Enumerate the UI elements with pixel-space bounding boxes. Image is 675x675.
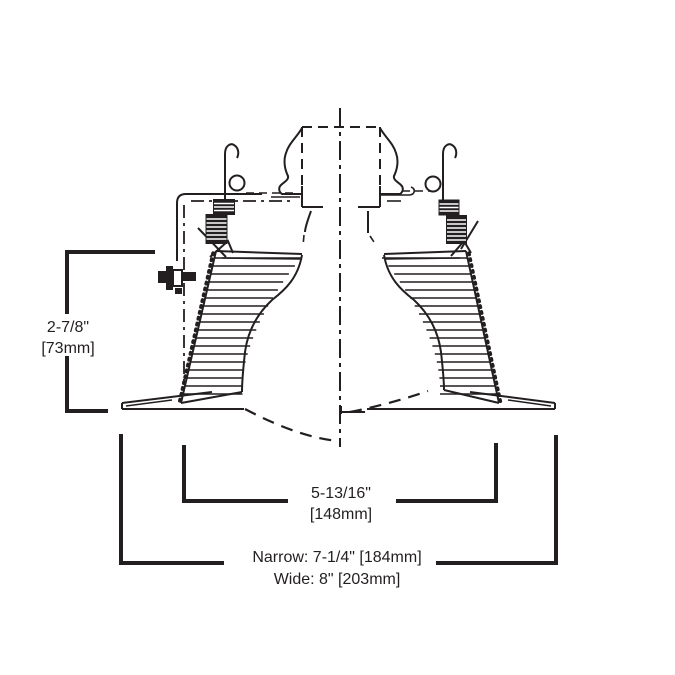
socket-housing-outline <box>301 126 381 208</box>
spring-loop-left <box>228 174 246 192</box>
socket-clamp <box>158 266 196 294</box>
dim-height-metric: [73mm] <box>41 340 94 357</box>
lens-dome <box>244 389 429 443</box>
coil-spring-right <box>438 199 467 244</box>
fin-body-left <box>177 239 303 406</box>
fins-right <box>382 257 499 395</box>
torsion-spring-left <box>176 143 262 261</box>
dim-overall-narrow: Narrow: 7-1/4" [184mm] <box>252 549 421 566</box>
spring-loop-right <box>424 175 442 193</box>
coil-spring-left <box>205 199 235 244</box>
mounting-bracket-right <box>379 127 416 202</box>
mounting-bracket-left <box>271 127 303 198</box>
dim-height-imperial: 2-7/8" <box>47 319 89 336</box>
dim-aperture-metric: [148mm] <box>310 506 372 523</box>
dim-aperture-imperial: 5-13/16" <box>311 485 371 502</box>
reflector-neck <box>302 210 377 247</box>
dim-overall-wide: Wide: 8" [203mm] <box>274 571 401 588</box>
torsion-spring-right <box>424 143 479 250</box>
dim-aperture: 5-13/16" [148mm] <box>182 443 498 523</box>
dim-overall: Narrow: 7-1/4" [184mm] Wide: 8" [203mm] <box>119 434 558 588</box>
fins-left <box>183 257 302 395</box>
trim-flange <box>121 391 556 414</box>
fin-body-right <box>382 239 503 406</box>
dim-height: 2-7/8" [73mm] <box>41 250 155 413</box>
